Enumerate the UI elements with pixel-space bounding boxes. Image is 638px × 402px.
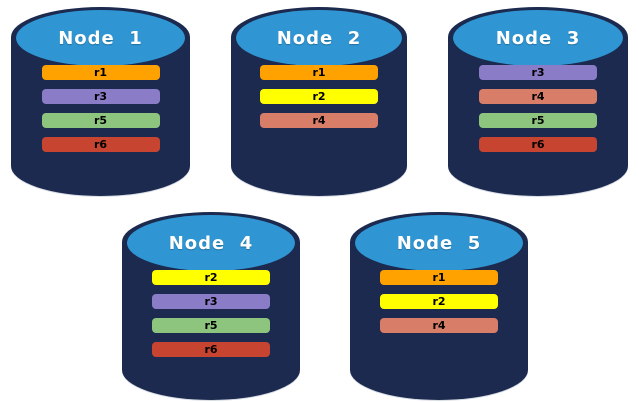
replica-bar-r4: r4: [479, 89, 597, 104]
replica-bar-r4: r4: [380, 318, 498, 333]
replica-bar-r5: r5: [479, 113, 597, 128]
node-5-replica-list: r1 r2 r4: [350, 270, 528, 333]
node-3-cylinder-top: Node 3: [453, 10, 623, 66]
node-3-replica-list: r3 r4 r5 r6: [448, 65, 628, 152]
node-4-title: Node 4: [168, 232, 254, 254]
replica-bar-r3: r3: [479, 65, 597, 80]
replica-bar-r6: r6: [152, 342, 270, 357]
node-4: Node 4 r2 r3 r5 r6: [122, 212, 300, 400]
replica-bar-r2: r2: [380, 294, 498, 309]
replica-bar-r6: r6: [41, 137, 160, 152]
replica-bar-r3: r3: [41, 89, 160, 104]
replica-bar-r2: r2: [152, 270, 270, 285]
node-5: Node 5 r1 r2 r4: [350, 212, 528, 400]
replica-bar-r4: r4: [260, 113, 378, 128]
replica-bar-r6: r6: [479, 137, 597, 152]
replica-bar-r2: r2: [260, 89, 378, 104]
replica-bar-r1: r1: [41, 65, 160, 80]
node-2-title: Node 2: [276, 27, 362, 49]
node-5-cylinder-top: Node 5: [355, 215, 523, 271]
node-1-cylinder-top: Node 1: [16, 10, 185, 66]
replica-bar-r5: r5: [41, 113, 160, 128]
node-1-replica-list: r1 r3 r5 r6: [11, 65, 190, 152]
node-4-cylinder-top: Node 4: [127, 215, 295, 271]
node-4-replica-list: r2 r3 r5 r6: [122, 270, 300, 357]
node-5-title: Node 5: [396, 232, 482, 254]
replica-bar-r5: r5: [152, 318, 270, 333]
node-2: Node 2 r1 r2 r4: [231, 7, 407, 196]
replica-bar-r1: r1: [260, 65, 378, 80]
replica-bar-r3: r3: [152, 294, 270, 309]
node-3-title: Node 3: [495, 27, 581, 49]
node-2-replica-list: r1 r2 r4: [231, 65, 407, 128]
replica-bar-r1: r1: [380, 270, 498, 285]
node-1-title: Node 1: [58, 27, 143, 49]
node-1: Node 1 r1 r3 r5 r6: [11, 7, 190, 196]
node-3: Node 3 r3 r4 r5 r6: [448, 7, 628, 196]
node-2-cylinder-top: Node 2: [236, 10, 402, 66]
